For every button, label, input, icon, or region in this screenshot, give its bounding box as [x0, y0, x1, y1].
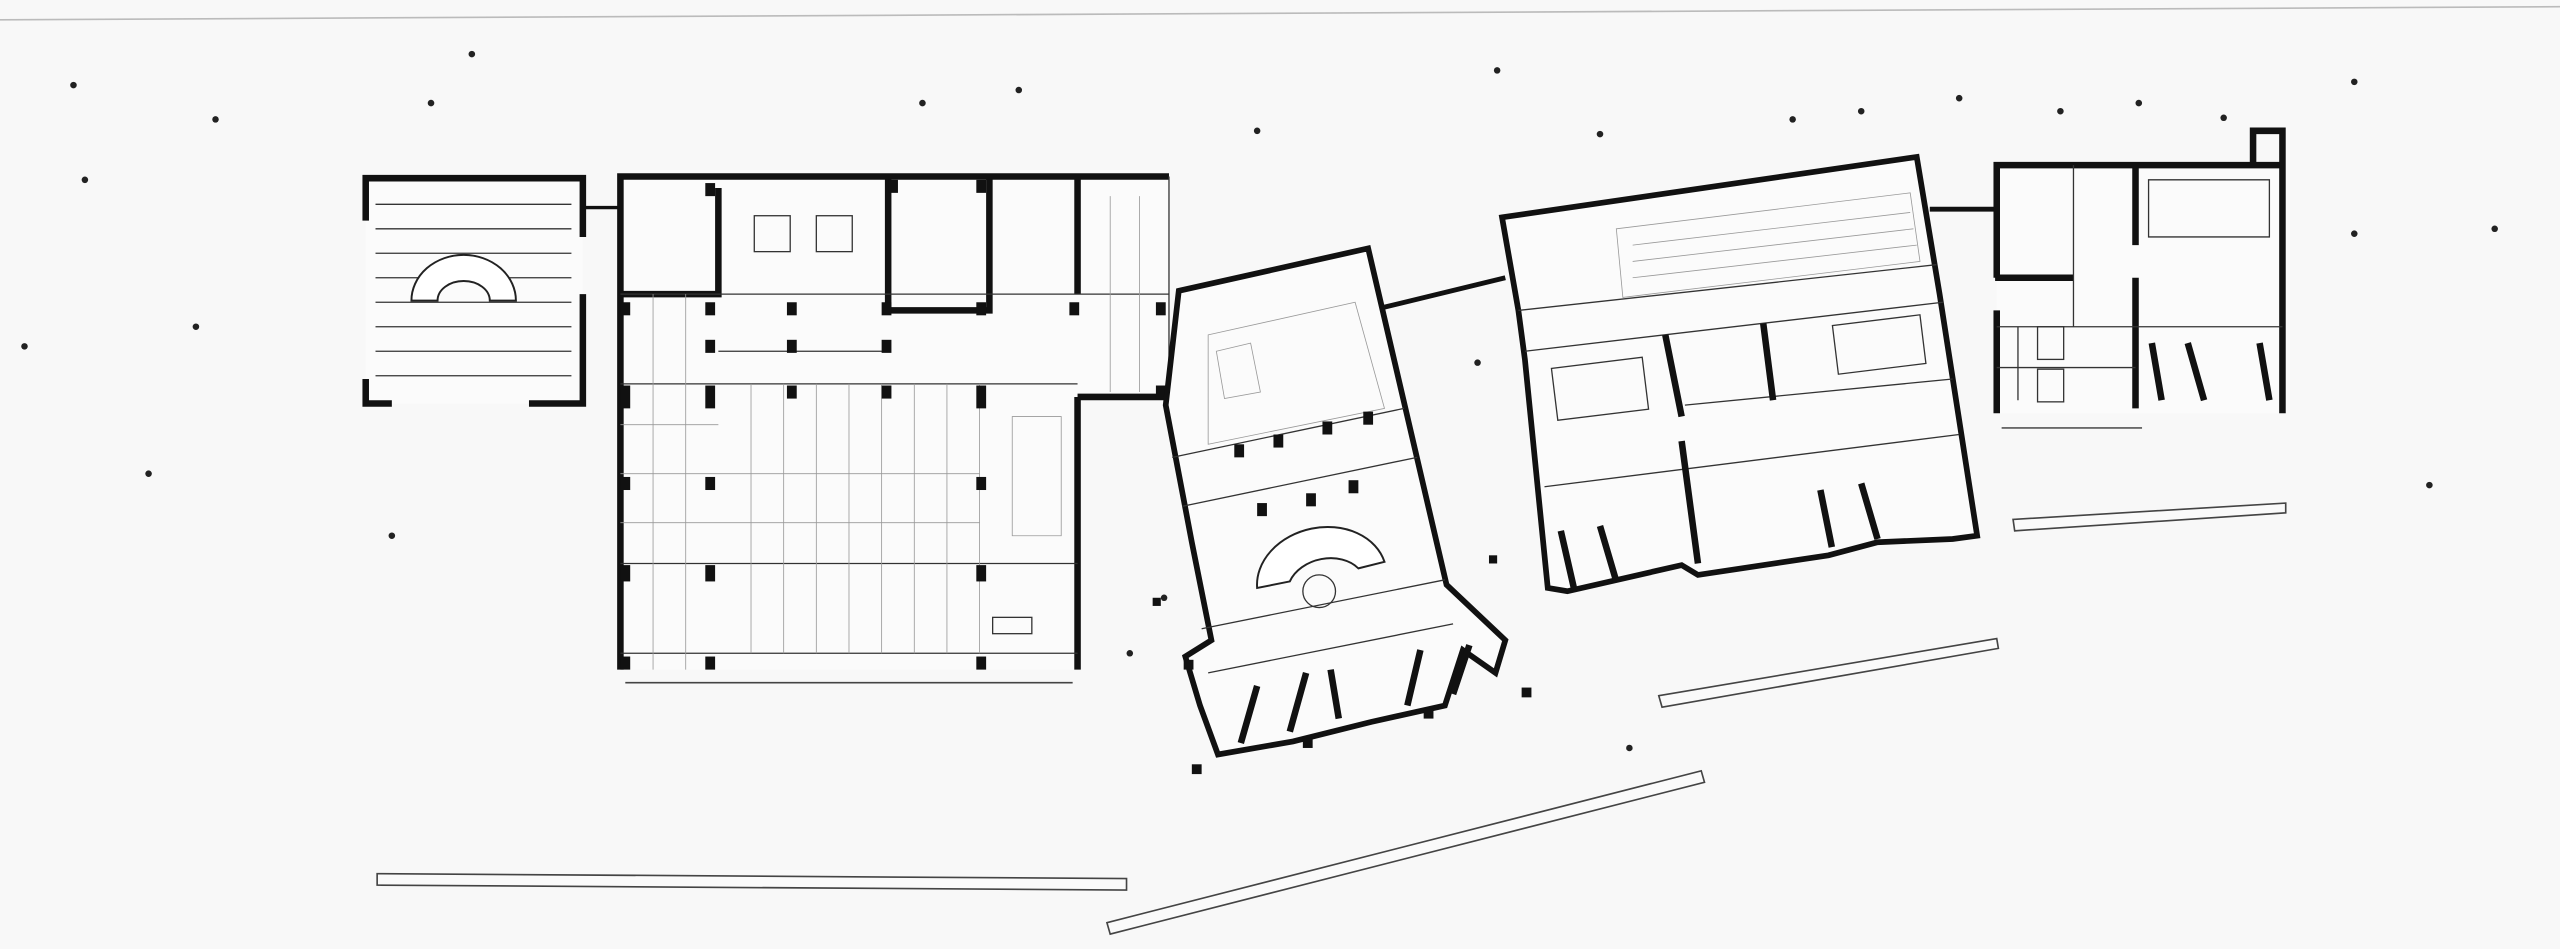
- top-border-line: [0, 5, 2560, 21]
- pavilion-west: [362, 174, 587, 407]
- semicircle-altar: [1256, 526, 1386, 590]
- tree-dots: [21, 50, 2498, 752]
- semicircle-seating: [410, 253, 517, 302]
- chapel-building: [1152, 244, 1532, 775]
- landscape-bars: [376, 502, 2287, 936]
- connector-2: [1383, 275, 1506, 310]
- northeast-building: [1993, 127, 2286, 429]
- east-building: [1498, 153, 1981, 595]
- main-hall: [617, 173, 1170, 684]
- columns: [620, 179, 1166, 670]
